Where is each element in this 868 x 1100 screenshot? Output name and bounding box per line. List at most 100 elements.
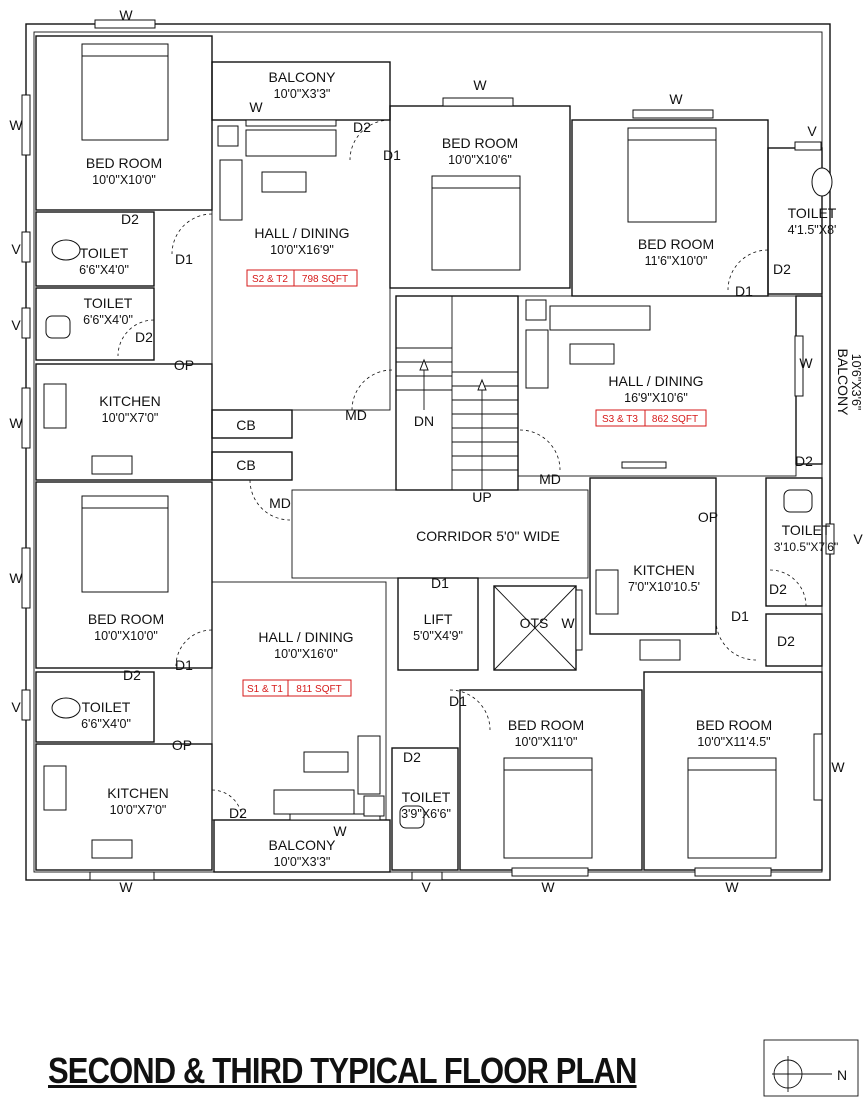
lift-size: 5'0"X4'9" <box>413 629 463 643</box>
bed1-name: BED ROOM <box>86 155 162 171</box>
hall2-name: HALL / DINING <box>608 373 703 389</box>
bed5-size: 10'0"X11'0" <box>515 735 578 749</box>
tag-d1: D1 <box>449 693 467 709</box>
tag-d2: D2 <box>353 119 371 135</box>
tag-w: W <box>669 91 683 107</box>
tag-cb: CB <box>236 417 255 433</box>
tag-d2: D2 <box>795 453 813 469</box>
tag-v: V <box>807 123 817 139</box>
room-labels: BED ROOM 10'0"X10'0" BALCONY 10'0"X3'3" … <box>79 69 863 869</box>
toilet4-size: 3'10.5"X7'6" <box>774 540 838 554</box>
kitchen1-name: KITCHEN <box>99 393 160 409</box>
toilet2-name: TOILET <box>84 295 133 311</box>
tag-w: W <box>473 77 487 93</box>
tag-w: W <box>799 355 813 371</box>
bed4-name: BED ROOM <box>88 611 164 627</box>
door-swings <box>117 119 807 821</box>
kitchen1-size: 10'0"X7'0" <box>102 411 159 425</box>
tag-md: MD <box>539 471 561 487</box>
tag-d1: D1 <box>175 657 193 673</box>
hall1-size: 10'0"X16'9" <box>270 243 334 257</box>
tag-v: V <box>11 317 21 333</box>
living-furniture <box>217 125 651 817</box>
tag-w: W <box>725 879 739 895</box>
tag-cb: CB <box>236 457 255 473</box>
bed3-name: BED ROOM <box>638 236 714 252</box>
tag-v: V <box>421 879 431 895</box>
toilet4-name: TOILET <box>782 522 831 538</box>
unit-s1t1-code: S1 & T1 <box>247 684 283 695</box>
tag-w: W <box>119 7 133 23</box>
hall3-name: HALL / DINING <box>258 629 353 645</box>
tag-w: W <box>541 879 555 895</box>
balc-bottom-size: 10'0"X3'3" <box>274 855 331 869</box>
tag-d1: D1 <box>175 251 193 267</box>
kitchen2-size: 7'0"X10'10.5' <box>628 580 700 594</box>
tag-d1: D1 <box>431 575 449 591</box>
tag-v: V <box>853 531 863 547</box>
toilet5-name: TOILET <box>82 699 131 715</box>
bed6-size: 10'0"X11'4.5" <box>697 735 770 749</box>
unit-s2t2-code: S2 & T2 <box>252 274 288 285</box>
page-title: SECOND & THIRD TYPICAL FLOOR PLAN <box>48 1050 637 1091</box>
unit-tags: S2 & T2 798 SQFT S3 & T3 862 SQFT S1 & T… <box>242 269 707 697</box>
north-arrow: N <box>763 1039 859 1097</box>
tag-dn: DN <box>414 413 434 429</box>
balc-right-size: 10'6"X3'6" <box>849 354 863 411</box>
tag-w: W <box>119 879 133 895</box>
corridor-name: CORRIDOR 5'0" WIDE <box>416 528 560 544</box>
balc-top-size: 10'0"X3'3" <box>274 87 331 101</box>
toilet1-size: 6'6"X4'0" <box>79 263 129 277</box>
hall1-name: HALL / DINING <box>254 225 349 241</box>
bed-furniture <box>81 43 777 859</box>
bed3-size: 11'6"X10'0" <box>645 254 708 268</box>
unit-s3t3-code: S3 & T3 <box>602 414 638 425</box>
tag-w: W <box>333 823 347 839</box>
unit-s1t1-area: 811 SQFT <box>296 684 341 695</box>
tag-d1: D1 <box>383 147 401 163</box>
tag-w: W <box>249 99 263 115</box>
tag-w: W <box>561 615 575 631</box>
unit-s2t2-area: 798 SQFT <box>302 274 348 285</box>
tag-d2: D2 <box>123 667 141 683</box>
tag-d2: D2 <box>121 211 139 227</box>
tag-v: V <box>11 241 21 257</box>
tag-d2: D2 <box>135 329 153 345</box>
tag-w: W <box>9 570 23 586</box>
tag-op: OP <box>698 509 718 525</box>
bed2-name: BED ROOM <box>442 135 518 151</box>
toilet2-size: 6'6"X4'0" <box>83 313 133 327</box>
kitchen3-name: KITCHEN <box>107 785 168 801</box>
tag-d2: D2 <box>229 805 247 821</box>
tag-w: W <box>9 117 23 133</box>
tag-v: V <box>11 699 21 715</box>
balc-right-name: BALCONY <box>835 349 851 417</box>
staircase <box>396 296 518 490</box>
balc-bottom-name: BALCONY <box>269 837 337 853</box>
lift-name: LIFT <box>424 611 453 627</box>
unit-s3t3-area: 862 SQFT <box>652 414 698 425</box>
bed6-name: BED ROOM <box>696 717 772 733</box>
tag-op: OP <box>172 737 192 753</box>
tag-d2: D2 <box>773 261 791 277</box>
kitchen3-size: 10'0"X7'0" <box>110 803 167 817</box>
hall3-size: 10'0"X16'0" <box>274 647 338 661</box>
windows <box>21 19 835 881</box>
tag-op: OP <box>174 357 194 373</box>
kitchen-fixtures <box>43 383 681 859</box>
tag-d2: D2 <box>403 749 421 765</box>
tag-md: MD <box>345 407 367 423</box>
toilet5-size: 6'6"X4'0" <box>81 717 131 731</box>
bed5-name: BED ROOM <box>508 717 584 733</box>
tag-d2: D2 <box>777 633 795 649</box>
hall2-size: 16'9"X10'6" <box>624 391 688 405</box>
toilet1-name: TOILET <box>80 245 129 261</box>
tag-md: MD <box>269 495 291 511</box>
bed4-size: 10'0"X10'0" <box>94 629 158 643</box>
tag-d1: D1 <box>731 608 749 624</box>
tag-w: W <box>831 759 845 775</box>
north-label: N <box>837 1067 847 1083</box>
tag-w: W <box>9 415 23 431</box>
toilet3-name: TOILET <box>788 205 837 221</box>
